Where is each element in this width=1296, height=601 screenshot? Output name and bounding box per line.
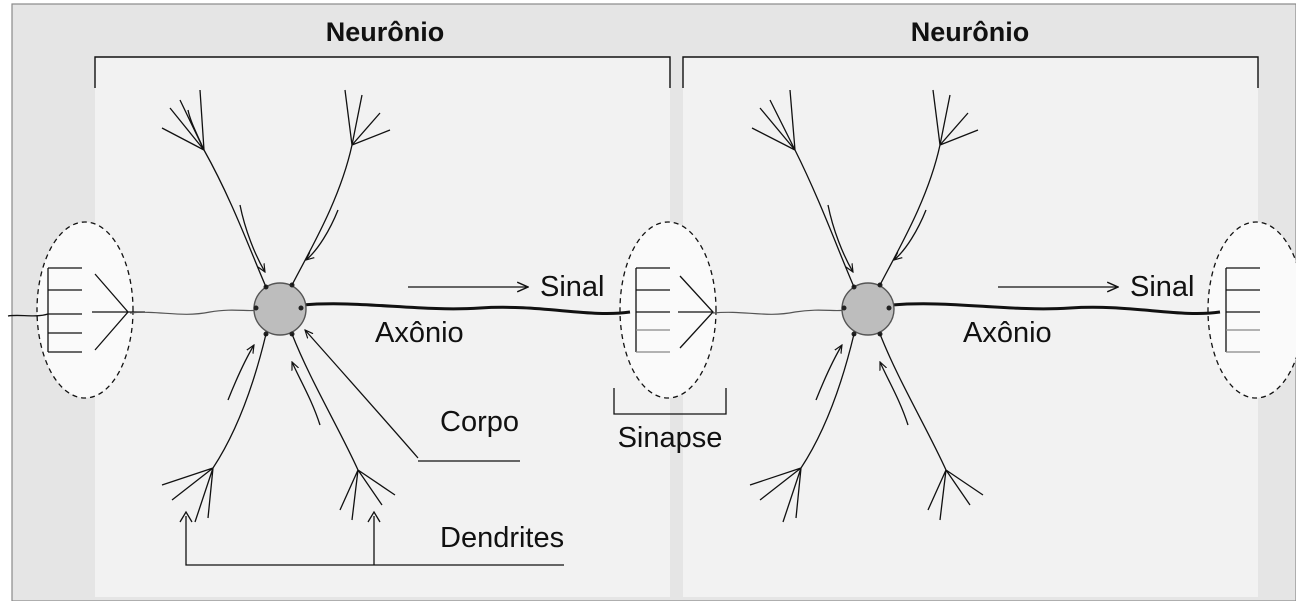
axon-label-left: Axônio xyxy=(375,317,464,349)
synapse-label: Sinapse xyxy=(618,422,723,454)
signal-label-right: Sinal xyxy=(1130,271,1195,303)
neuron-title-left: Neurônio xyxy=(326,17,445,47)
synapse-oval-middle xyxy=(620,222,716,398)
cell-body-left xyxy=(254,283,306,335)
cell-body-right xyxy=(842,283,894,335)
signal-label-left: Sinal xyxy=(540,271,605,303)
synapse-oval-left xyxy=(37,222,133,398)
dendrites-label: Dendrites xyxy=(440,522,564,554)
synapse-oval-right xyxy=(1208,222,1296,398)
body-label: Corpo xyxy=(440,406,519,438)
axon-label-right: Axônio xyxy=(963,317,1052,349)
neuron-title-right: Neurônio xyxy=(911,17,1030,47)
